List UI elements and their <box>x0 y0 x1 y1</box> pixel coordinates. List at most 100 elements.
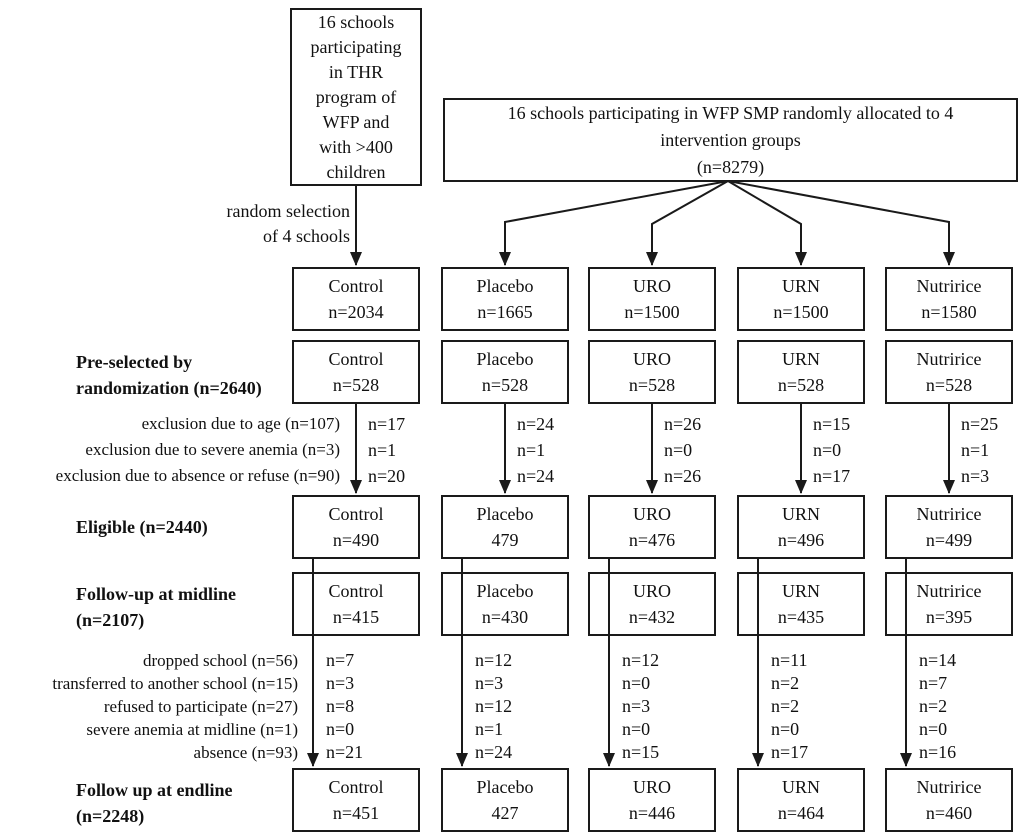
dropout-value: n=24 <box>475 742 513 762</box>
group-name: Control <box>328 349 384 369</box>
group-n: n=446 <box>628 803 676 823</box>
group-n: n=476 <box>628 530 676 550</box>
dropout-value: n=14 <box>919 650 957 670</box>
stage-label-endline: Follow up at endline (n=2248) <box>76 780 233 826</box>
preselected-box-placebo: Placebo n=528 <box>441 340 569 404</box>
group-n: n=432 <box>628 607 676 627</box>
group-name: Control <box>328 777 384 797</box>
group-name: Nutririce <box>916 777 982 797</box>
group-name: Nutririce <box>916 276 982 296</box>
exclusion-value: n=24 <box>517 414 555 434</box>
group-name: URN <box>781 349 820 369</box>
exclusion-value: n=25 <box>961 414 999 434</box>
dropout-value: n=15 <box>622 742 660 762</box>
dropout-value: n=17 <box>771 742 809 762</box>
exclusion-value: n=24 <box>517 466 555 486</box>
dropout-value: n=0 <box>622 719 651 739</box>
endline-box-uro: URO n=446 <box>588 768 716 832</box>
dropout-label: dropped school (n=56) <box>142 651 298 670</box>
group-n: n=490 <box>332 530 380 550</box>
dropout-value: n=16 <box>919 742 957 762</box>
group-n: n=2034 <box>328 302 384 322</box>
group-name: Placebo <box>476 276 534 296</box>
exclusion-value: n=1 <box>961 440 990 460</box>
exclusion-label: exclusion due to absence or refuse (n=90… <box>55 466 340 485</box>
group-name: URO <box>632 276 671 296</box>
eligible-box-control: Control n=490 <box>292 495 420 559</box>
group-name: Control <box>328 276 384 296</box>
dropout-value: n=2 <box>919 696 948 716</box>
group-n: 427 <box>491 803 519 823</box>
group-name: Placebo <box>476 777 534 797</box>
group-name: URO <box>632 581 671 601</box>
dropout-value: n=2 <box>771 696 800 716</box>
allocated-box-nutririce: Nutririce n=1580 <box>885 267 1013 331</box>
group-n: n=435 <box>777 607 825 627</box>
group-n: n=395 <box>925 607 973 627</box>
midline-box-uro: URO n=432 <box>588 572 716 636</box>
group-name: URN <box>781 581 820 601</box>
dropout-labels: dropped school (n=56) transferred to ano… <box>0 649 298 764</box>
group-n: n=1500 <box>624 302 680 322</box>
exclusion-value: n=1 <box>368 440 397 460</box>
dropout-value: n=1 <box>475 719 504 739</box>
exclusion-value: n=26 <box>664 414 702 434</box>
exclusion-values-placebo: n=24 n=1 n=24 <box>517 411 554 489</box>
allocated-box-uro: URO n=1500 <box>588 267 716 331</box>
group-name: URN <box>781 276 820 296</box>
exclusion-value: n=17 <box>813 466 851 486</box>
endline-box-control: Control n=451 <box>292 768 420 832</box>
group-n: n=528 <box>481 375 529 395</box>
dropout-label: absence (n=93) <box>193 743 298 762</box>
dropout-value: n=0 <box>919 719 948 739</box>
group-name: Control <box>328 581 384 601</box>
group-name: Nutririce <box>916 349 982 369</box>
eligible-box-placebo: Placebo 479 <box>441 495 569 559</box>
random-selection-label: random selection of 4 schools <box>226 201 350 246</box>
dropout-value: n=0 <box>771 719 800 739</box>
arrow-allocation-nutririce <box>727 180 955 266</box>
group-name: URO <box>632 504 671 524</box>
group-n: 479 <box>491 530 519 550</box>
group-n: n=528 <box>332 375 380 395</box>
midline-box-control: Control n=415 <box>292 572 420 636</box>
midline-box-nutririce: Nutririce n=395 <box>885 572 1013 636</box>
dropout-label: transferred to another school (n=15) <box>52 674 298 693</box>
eligible-box-nutririce: Nutririce n=499 <box>885 495 1013 559</box>
exclusion-value: n=15 <box>813 414 851 434</box>
dropout-values-urn: n=11 n=2 n=2 n=0 n=17 <box>771 649 808 764</box>
dropout-value: n=7 <box>919 673 948 693</box>
dropout-values-uro: n=12 n=0 n=3 n=0 n=15 <box>622 649 659 764</box>
group-n: n=430 <box>481 607 529 627</box>
allocated-box-urn: URN n=1500 <box>737 267 865 331</box>
exclusion-values-control: n=17 n=1 n=20 <box>368 411 405 489</box>
dropout-value: n=21 <box>326 742 364 762</box>
dropout-value: n=0 <box>326 719 355 739</box>
dropout-value: n=7 <box>326 650 355 670</box>
group-name: Placebo <box>476 349 534 369</box>
group-n: n=528 <box>628 375 676 395</box>
dropout-label: refused to participate (n=27) <box>103 697 298 716</box>
exclusion-value: n=0 <box>813 440 842 460</box>
group-name: URN <box>781 504 820 524</box>
dropout-value: n=3 <box>622 696 651 716</box>
dropout-values-control: n=7 n=3 n=8 n=0 n=21 <box>326 649 363 764</box>
dropout-value: n=12 <box>475 696 513 716</box>
group-n: n=528 <box>777 375 825 395</box>
midline-box-urn: URN n=435 <box>737 572 865 636</box>
dropout-value: n=2 <box>771 673 800 693</box>
preselected-box-nutririce: Nutririce n=528 <box>885 340 1013 404</box>
group-name: URN <box>781 777 820 797</box>
midline-box-placebo: Placebo n=430 <box>441 572 569 636</box>
stage-label-eligible: Eligible (n=2440) <box>76 517 208 537</box>
dropout-value: n=8 <box>326 696 355 716</box>
stage-label-midline: Follow-up at midline (n=2107) <box>76 584 237 630</box>
group-name: Nutririce <box>916 581 982 601</box>
exclusion-value: n=0 <box>664 440 693 460</box>
group-name: URO <box>632 777 671 797</box>
group-name: Placebo <box>476 504 534 524</box>
preselected-box-control: Control n=528 <box>292 340 420 404</box>
dropout-value: n=12 <box>622 650 660 670</box>
group-n: n=1665 <box>477 302 533 322</box>
